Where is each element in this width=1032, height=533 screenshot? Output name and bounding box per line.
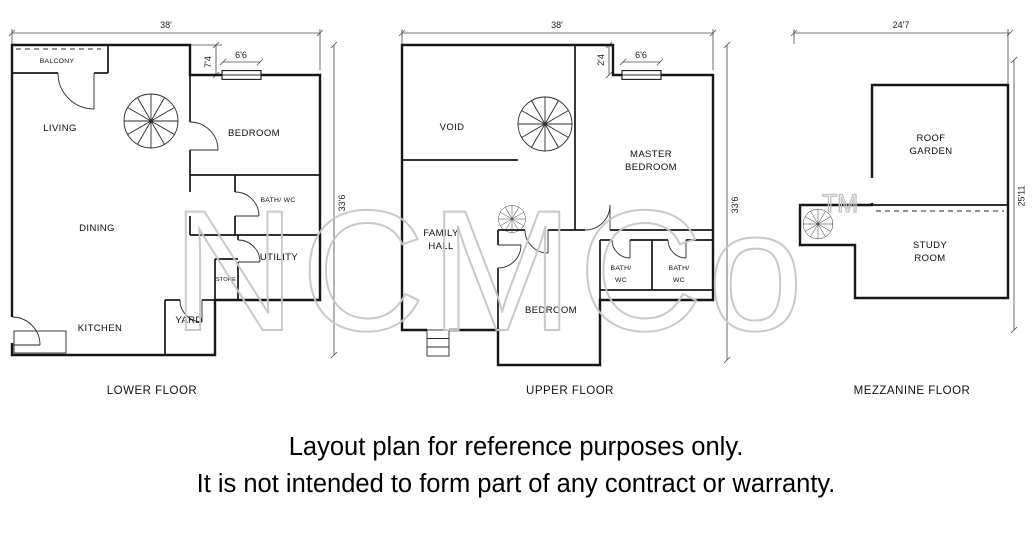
lower-interior-walls [12,45,320,355]
lower-floor-title: LOWER FLOOR [107,385,197,397]
room-label-yard: YARD [175,315,202,326]
upper-dimension-lines [398,29,731,364]
room-label-utility: UTILITY [260,252,298,263]
watermark-text: NCMCo [172,175,809,367]
lower-doors [11,72,261,346]
upper-interior-walls [402,45,713,357]
lower-width-dimension: 38' [160,20,172,30]
room-label-store: STORE [216,277,236,283]
room-label-balcony: BALCONY [40,58,75,65]
upper-floor-title: UPPER FLOOR [526,385,614,397]
upper-doors [497,204,687,269]
room-label-bath-wc-2: BATH/ [668,265,689,272]
room-label-bath-wc-2: WC [673,277,685,284]
spiral-staircase-icon [123,93,179,149]
room-label-bedroom: BEDROOM [228,128,280,139]
room-label-bath-wc-1: WC [615,277,627,284]
mezzanine-height-dimension: 25'11 [1017,185,1027,206]
room-label-living: LIVING [43,123,77,134]
disclaimer: Layout plan for reference purposes only.… [0,429,1032,503]
mezzanine-exterior-walls [798,83,1010,300]
room-label-bath-wc-1: BATH/ [610,265,631,272]
mezzanine-dimension-lines [790,29,1018,334]
room-label-void: VOID [440,122,465,133]
room-label-family-hall: FAMILY [423,228,459,239]
lower-exterior-walls [10,43,322,357]
upper-window-dimension: 6'6 [635,50,647,60]
room-label-roof-garden: ROOF [916,133,945,144]
room-label-bedroom: BEDROOM [525,305,577,316]
lower-window [221,70,262,80]
upper-window [621,70,662,80]
lower-height-dimension: 33'6 [337,195,347,212]
room-label-study-room: STUDY [913,240,947,251]
watermark-tm: TM [822,190,858,218]
room-label-master-bedroom: MASTER [630,149,672,160]
room-label-study-room: ROOM [914,253,945,264]
disclaimer-line1: Layout plan for reference purposes only. [288,433,744,461]
lower-floor-plan: 38' 33'6 7'4 6'6 [8,20,347,397]
room-label-dining: DINING [79,223,115,234]
room-label-kitchen: KITCHEN [78,323,123,334]
lower-dimension-lines [8,29,338,359]
spiral-staircase-icon [517,96,573,152]
room-label-bath-wc: BATH/ WC [260,197,295,204]
disclaimer-line2: It is not intended to form part of any c… [196,470,836,498]
upper-offset-dimension: 2'4 [596,54,606,66]
lower-offset-dimension: 7'4 [203,56,213,68]
room-label-roof-garden: GARDEN [909,146,952,157]
mezzanine-width-dimension: 24'7 [893,20,910,30]
watermark: NCMCo TM [171,174,859,368]
upper-floor-plan: 38' 33'6 2'4 6'6 [398,20,740,397]
room-label-master-bedroom: BEDROOM [625,162,677,173]
upper-height-dimension: 33'6 [730,197,740,214]
room-label-family-hall: HALL [428,241,453,252]
lower-window-dimension: 6'6 [235,50,247,60]
mezzanine-floor-title: MEZZANINE FLOOR [854,385,971,397]
mezzanine-floor-plan: 24'7 25'11 ROOF GARDEN STUDY ROOM MEZZAN… [790,20,1027,397]
upper-width-dimension: 38' [551,20,563,30]
